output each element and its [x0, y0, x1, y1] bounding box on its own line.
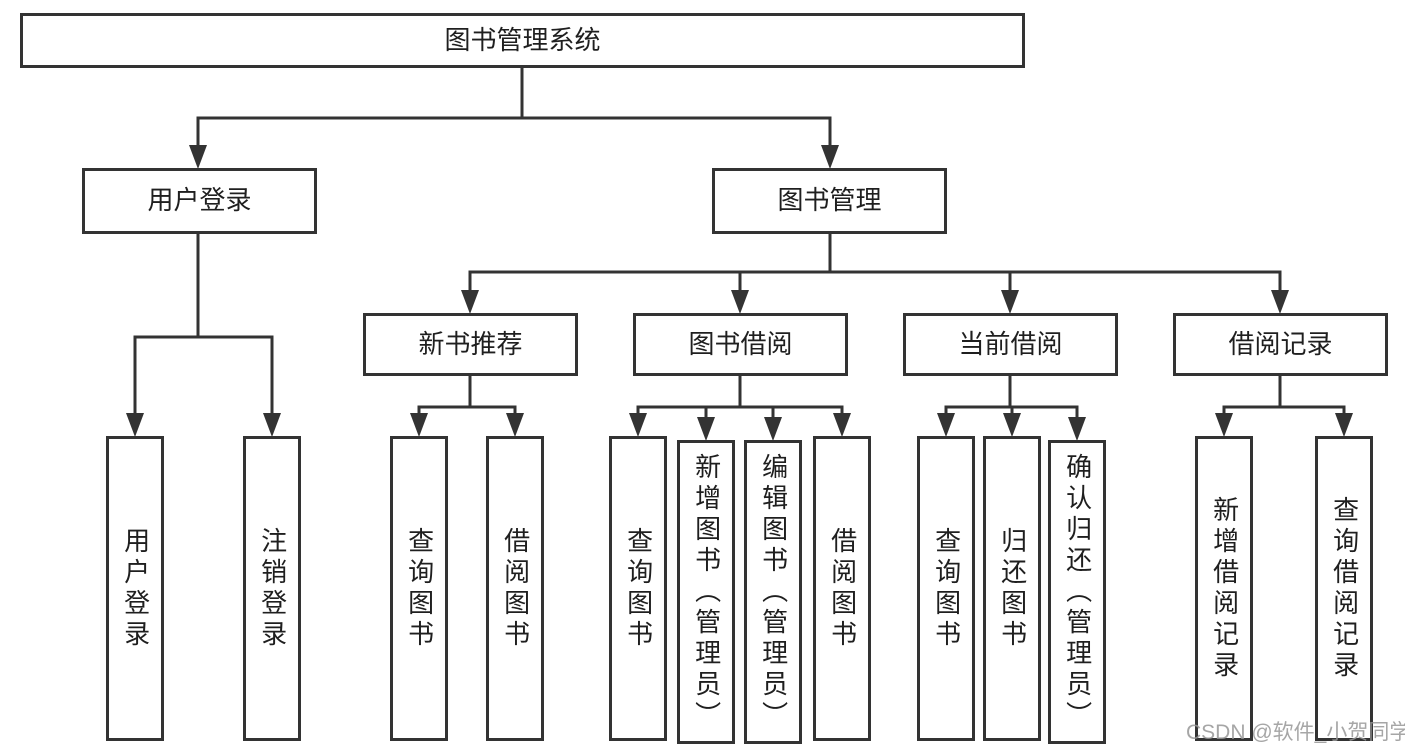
leaf-user-login: 用户登录 [106, 436, 164, 741]
leaf-borrow-books-recommend-label: 借阅图书 [500, 526, 531, 651]
leaf-confirm-return-admin: 确认归还（管理员） [1048, 440, 1106, 744]
leaf-add-books-admin: 新增图书（管理员） [677, 440, 735, 744]
node-current-borrow: 当前借阅 [903, 313, 1118, 376]
leaf-add-books-admin-label: 新增图书（管理员） [691, 452, 722, 732]
node-user-login-label: 用户登录 [147, 185, 252, 216]
leaf-user-login-label: 用户登录 [120, 526, 151, 651]
node-book-management-label: 图书管理 [777, 185, 882, 216]
node-book-management: 图书管理 [712, 168, 947, 234]
leaf-query-books-borrow: 查询图书 [609, 436, 667, 741]
leaf-return-books: 归还图书 [983, 436, 1041, 741]
leaf-logout-label: 注销登录 [257, 526, 288, 651]
csdn-watermark: CSDN @软件_小贺同学 [1186, 721, 1405, 744]
leaf-query-books-recommend: 查询图书 [390, 436, 448, 741]
leaf-query-books-borrow-label: 查询图书 [623, 526, 654, 651]
leaf-query-borrow-record: 查询借阅记录 [1315, 436, 1373, 741]
node-borrow-records-label: 借阅记录 [1228, 328, 1333, 359]
node-borrow-records: 借阅记录 [1173, 313, 1388, 376]
node-new-book-recommend: 新书推荐 [363, 313, 578, 376]
leaf-query-books-current-label: 查询图书 [931, 526, 962, 651]
leaf-edit-books-admin-label: 编辑图书（管理员） [758, 452, 789, 732]
node-book-borrow-label: 图书借阅 [688, 328, 793, 359]
leaf-add-borrow-record: 新增借阅记录 [1195, 436, 1253, 741]
node-book-borrow: 图书借阅 [633, 313, 848, 376]
leaf-confirm-return-admin-label: 确认归还（管理员） [1062, 452, 1093, 732]
node-user-login: 用户登录 [82, 168, 317, 234]
leaf-add-borrow-record-label: 新增借阅记录 [1209, 495, 1240, 682]
leaf-borrow-books-label: 借阅图书 [827, 526, 858, 651]
leaf-query-borrow-record-label: 查询借阅记录 [1329, 495, 1360, 682]
leaf-query-books-current: 查询图书 [917, 436, 975, 741]
leaf-edit-books-admin: 编辑图书（管理员） [744, 440, 802, 744]
arrowhead-icons [126, 145, 1353, 441]
node-current-borrow-label: 当前借阅 [958, 328, 1063, 359]
leaf-return-books-label: 归还图书 [997, 526, 1028, 651]
leaf-query-books-recommend-label: 查询图书 [404, 526, 435, 651]
node-library-system-label: 图书管理系统 [444, 24, 601, 55]
node-library-system: 图书管理系统 [20, 13, 1025, 68]
leaf-borrow-books-recommend: 借阅图书 [486, 436, 544, 741]
node-new-book-recommend-label: 新书推荐 [418, 328, 523, 359]
leaf-logout: 注销登录 [243, 436, 301, 741]
leaf-borrow-books: 借阅图书 [813, 436, 871, 741]
